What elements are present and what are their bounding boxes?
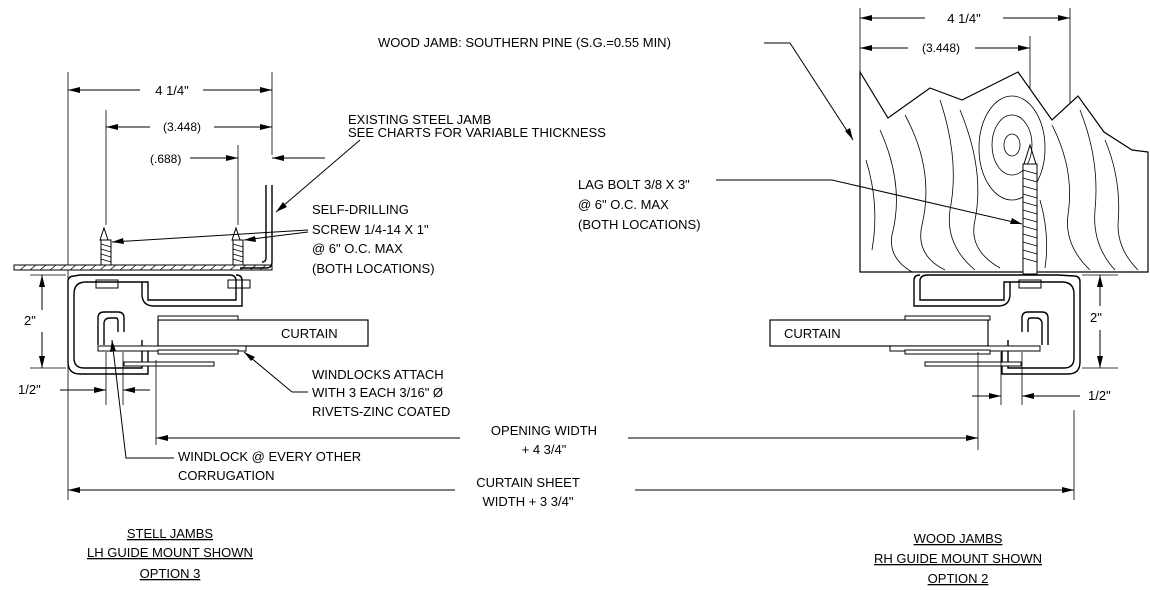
left-windlock-plate-bar (123, 361, 215, 367)
right-windlock-plate-top (904, 315, 991, 321)
left-dim-overall-arrow-b (260, 87, 272, 93)
left-screw-line-1: SELF-DRILLING (312, 202, 409, 217)
right-title-line-2: RH GUIDE MOUNT SHOWN (874, 551, 1042, 566)
left-curtain (157, 319, 369, 347)
right-dim-holes-arrow-b (1018, 45, 1030, 51)
opening-width-arrow-a (156, 435, 168, 441)
left-dim-offset-arrow-b (272, 155, 284, 161)
left-existing-jamb-leader-arrow (276, 202, 287, 212)
left-dim-height-arrow-a (39, 275, 45, 287)
right-dim-height: 2" (1090, 310, 1102, 325)
right-lag-leader-arrow (1010, 218, 1022, 224)
left-existing-jamb-line-2: SEE CHARTS FOR VARIABLE THICKNESS (348, 125, 606, 140)
right-wood-jamb-leader-arrow (845, 128, 853, 140)
left-windlocks-leader-arrow (244, 352, 255, 361)
right-detail: 4 1/4" (3.448) WOOD JAMB: SOUTHERN PINE … (378, 8, 1149, 586)
curtain-sheet-line-1: CURTAIN SHEET (476, 475, 580, 490)
right-windlock-plate-under (904, 349, 991, 355)
left-screw-1 (95, 226, 119, 289)
left-dim-offset: (.688) (150, 152, 181, 166)
right-wood-jamb (859, 69, 1149, 273)
curtain-sheet-line-2: WIDTH + 3 3/4" (483, 494, 574, 509)
left-title-line-2: LH GUIDE MOUNT SHOWN (87, 545, 253, 560)
left-existing-jamb-leader (275, 139, 361, 213)
left-dim-offset-arrow-a (226, 155, 238, 161)
left-curtain-label: CURTAIN (281, 326, 338, 341)
left-dim-half: 1/2" (18, 382, 41, 397)
right-dim-overall-arrow-a (860, 15, 872, 21)
right-curtain-label: CURTAIN (784, 326, 841, 341)
left-screw-line-3: @ 6" O.C. MAX (312, 241, 403, 256)
left-windlock-corr-leader-arrow (110, 340, 116, 352)
right-dim-holes: (3.448) (922, 41, 960, 55)
left-windlock-corr-line-1: WINDLOCK @ EVERY OTHER (178, 449, 361, 464)
left-windlock-plate-top (157, 315, 239, 321)
right-guide-channel (919, 274, 1075, 369)
right-dim-half-arrow-a (989, 393, 1001, 399)
left-windlock-hook-inner (103, 317, 119, 345)
right-wood-jamb-leader (764, 42, 854, 141)
right-windlock-hook (1021, 311, 1049, 345)
left-steel-jamb-angle-inner (261, 185, 267, 263)
left-dim-overall: 4 1/4" (155, 83, 189, 98)
left-dim-holes-arrow-b (260, 124, 272, 130)
right-dim-half-arrow-b (1022, 393, 1034, 399)
right-dim-holes-arrow-a (860, 45, 872, 51)
left-windlock-corr-leader (111, 339, 174, 459)
left-screw-line-4: (BOTH LOCATIONS) (312, 261, 435, 276)
right-windlock-hook-inner (1027, 317, 1043, 345)
left-title-line-1: STELL JAMBS (127, 526, 214, 541)
left-windlocks-line-2: WITH 3 EACH 3/16" Ø (312, 385, 443, 400)
left-dim-height-arrow-b (39, 356, 45, 368)
opening-width-line-1: OPENING WIDTH (491, 423, 597, 438)
right-dim-height-arrow-a (1097, 275, 1103, 287)
left-windlocks-line-1: WINDLOCKS ATTACH (312, 367, 444, 382)
right-dim-height-arrow-b (1097, 356, 1103, 368)
left-title-line-3: OPTION 3 (140, 566, 201, 581)
curtain-sheet-arrow-a (68, 487, 80, 493)
right-curtain (769, 319, 989, 347)
left-screw-line-2: SCREW 1/4-14 X 1" (312, 222, 429, 237)
right-dim-overall: 4 1/4" (947, 11, 981, 26)
right-dim-half: 1/2" (1088, 388, 1111, 403)
right-title-line-3: OPTION 2 (928, 571, 989, 586)
left-windlock-hook (97, 311, 125, 345)
opening-width-line-2: + 4 3/4" (522, 442, 567, 457)
right-lag-line-1: LAG BOLT 3/8 X 3" (578, 177, 690, 192)
right-title-line-1: WOOD JAMBS (914, 531, 1003, 546)
right-lag-line-3: (BOTH LOCATIONS) (578, 217, 701, 232)
left-dim-half-arrow-b (123, 387, 135, 393)
left-screw-2 (227, 226, 251, 289)
left-windlock-corr-line-2: CORRUGATION (178, 468, 275, 483)
right-lag-bolt (1018, 143, 1042, 289)
left-screw-leader-1-arrow (112, 238, 124, 244)
right-lag-line-2: @ 6" O.C. MAX (578, 197, 669, 212)
left-dim-holes-arrow-a (106, 124, 118, 130)
left-detail: 4 1/4" (3.448) (.688) EXISTING STEEL JAM… (13, 72, 606, 581)
left-windlock-plate-under (157, 349, 239, 355)
opening-width-arrow-b (966, 435, 978, 441)
left-windlocks-line-3: RIVETS-ZINC COATED (312, 404, 450, 419)
left-screw-leader-2-arrow (244, 236, 256, 242)
left-dim-half-arrow-a (94, 387, 106, 393)
left-guide-channel (73, 274, 237, 369)
right-guide-channel-outer (1001, 274, 1081, 375)
center-dimensions: OPENING WIDTH + 4 3/4" CURTAIN SHEET WID… (68, 410, 1075, 509)
left-screw-leader-1 (111, 229, 309, 243)
right-guide-channel-mount (913, 274, 1011, 307)
right-lag-leader (716, 179, 1023, 225)
right-dim-overall-arrow-b (1058, 15, 1070, 21)
left-guide-channel-mount (141, 274, 243, 307)
right-wood-grain (865, 95, 1139, 273)
curtain-sheet-arrow-b (1062, 487, 1074, 493)
right-wood-jamb-label: WOOD JAMB: SOUTHERN PINE (S.G.=0.55 MIN) (378, 35, 671, 50)
left-steel-jamb-angle (240, 185, 273, 269)
left-guide-channel-outer (67, 274, 149, 375)
left-dim-holes: (3.448) (163, 120, 201, 134)
left-dim-height: 2" (24, 313, 36, 328)
left-dim-overall-arrow-a (68, 87, 80, 93)
right-windlock-plate-bar (924, 361, 1022, 367)
left-existing-jamb-line-1: EXISTING STEEL JAMB (348, 112, 491, 127)
